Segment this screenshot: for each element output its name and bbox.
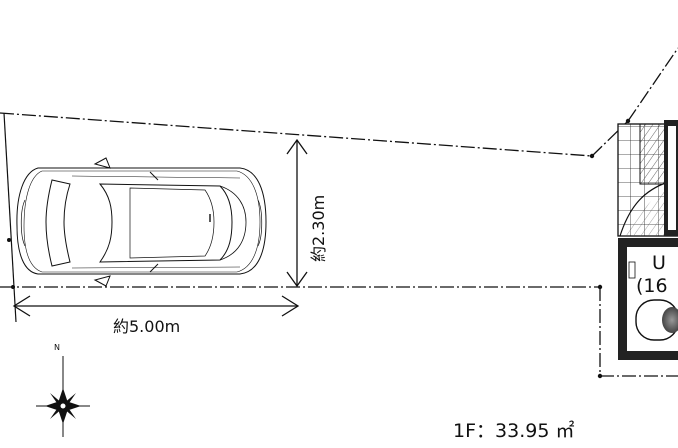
car-icon: [16, 157, 267, 287]
room-label-line1: U: [652, 252, 666, 274]
property-boundary: [0, 47, 678, 377]
compass-icon: N: [36, 343, 90, 437]
length-dimension-label: 約5.00m: [113, 317, 180, 336]
room-label-line2: (16: [636, 275, 668, 297]
length-dimension-line: [12, 295, 300, 317]
width-dimension-label: 約2.30m: [309, 195, 328, 262]
left-boundary-line: [3, 112, 17, 323]
width-dimension-line: [286, 138, 308, 288]
compass-north-label: N: [54, 343, 60, 352]
house-outline: [617, 120, 678, 360]
floor-area-label: 1F：33.95 ㎡: [453, 419, 574, 442]
